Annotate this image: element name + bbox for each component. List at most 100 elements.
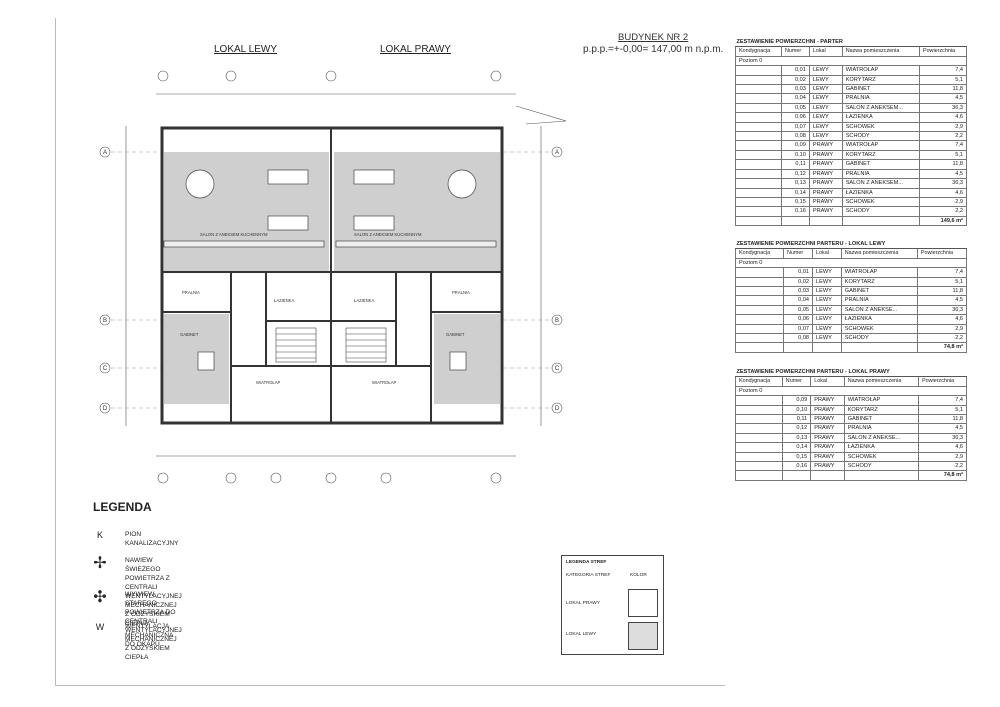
room-label-pralnia-prawy: PRALNIA xyxy=(452,290,470,295)
zone-legend-color-header: KOLOR xyxy=(630,573,647,578)
legend-item-text: PION KANALIZACYJNY xyxy=(125,531,179,547)
table-cell-kondygnacja xyxy=(735,74,782,86)
table-cell: 0,10 xyxy=(780,149,810,161)
table-cell: GABINET xyxy=(841,159,920,170)
table-cell: 2,2 xyxy=(918,461,967,472)
legend-title: LEGENDA xyxy=(93,500,152,514)
table-cell: 2,9 xyxy=(918,196,968,208)
table-cell: 0,01 xyxy=(782,267,814,278)
sheet-border-bottom xyxy=(55,685,725,686)
table-total: 149,6 m² xyxy=(918,215,968,227)
table-cell: 0,01 xyxy=(780,65,810,76)
supply-air-icon: ✢ xyxy=(93,555,107,572)
table-cell: SALON Z ANEKSE... xyxy=(843,432,920,444)
table-cell: PRAWY xyxy=(808,159,843,170)
table-cell-kondygnacja xyxy=(735,404,783,416)
table-cell: WIATROŁAP xyxy=(841,65,920,76)
table-cell: 0,03 xyxy=(782,286,814,297)
room-label-gabinet-lewy: GABINET xyxy=(180,332,199,337)
table-cell: 36,3 xyxy=(918,102,968,114)
table-cell: 0,15 xyxy=(781,451,812,463)
table-cell: WIATROŁAP xyxy=(841,140,920,151)
axis-label-d-left: D xyxy=(103,406,108,412)
table-header: Numer xyxy=(781,376,812,387)
table-total: 74,8 m² xyxy=(916,342,968,353)
table-cell: GABINET xyxy=(843,414,920,425)
table-cell: 7,4 xyxy=(916,267,968,278)
table-header: Kondygnacja xyxy=(735,248,784,259)
axis-label-d-right: D xyxy=(555,406,560,412)
zone-swatch-lokal-lewy xyxy=(628,622,658,650)
table-cell-kondygnacja xyxy=(735,442,783,453)
table-cell: 7,4 xyxy=(918,140,968,151)
table-cell: PRAWY xyxy=(808,140,843,151)
table-cell: 36,3 xyxy=(918,432,967,444)
table-cell: 5,1 xyxy=(918,74,968,86)
table-cell: ŁAZIENKA xyxy=(841,187,920,198)
table-cell-kondygnacja xyxy=(735,423,783,434)
sheet-border-left xyxy=(55,18,56,686)
table-cell-kondygnacja xyxy=(735,267,784,278)
table-cell: PRAWY xyxy=(810,461,845,472)
table-cell: LEWY xyxy=(808,65,843,76)
ground-level-elevation: p.p.p.=+-0,00= 147,00 m n.p.m. xyxy=(583,44,724,55)
table-cell: LEWY xyxy=(812,286,842,297)
table-cell: 11,8 xyxy=(918,414,967,425)
table-cell: LEWY xyxy=(812,295,842,306)
table-cell: PRALNIA xyxy=(841,168,920,180)
table-level: Poziom 0 xyxy=(735,257,967,269)
table-cell: 0,07 xyxy=(782,323,814,335)
table-cell: 4,5 xyxy=(918,168,968,180)
table-cell: 0,16 xyxy=(781,461,812,472)
zone-name-lokal-prawy: LOKAL PRAWY xyxy=(566,601,601,606)
table-cell: WIATROŁAP xyxy=(843,395,920,406)
table-cell: 2,2 xyxy=(916,333,968,344)
table-cell: SCHOWEK xyxy=(841,121,920,133)
table-cell: LEWY xyxy=(812,323,842,335)
table-cell: LEWY xyxy=(812,333,842,344)
table-cell: 0,12 xyxy=(781,423,812,434)
sewer-riser-icon: K xyxy=(96,530,103,540)
axis-label-c-left: C xyxy=(103,366,108,372)
table-title: ZESTAWIENIE POWIERZCHNI PARTERU - LOKAL … xyxy=(735,368,967,378)
zone-legend-box: LEGENDA STREF KATEGORIA STREF KOLOR LOKA… xyxy=(561,555,664,655)
table-cell: LEWY xyxy=(812,304,842,316)
room-label-lazienka-lewy: ŁAZIENKA xyxy=(274,298,294,303)
table-cell: 0,06 xyxy=(780,112,810,123)
table-cell-kondygnacja xyxy=(735,84,782,95)
table-cell: PRAWY xyxy=(808,196,843,208)
table-cell-kondygnacja xyxy=(735,140,782,151)
table-cell: 0,12 xyxy=(780,168,810,180)
table-cell: PRALNIA xyxy=(841,93,920,104)
table-cell: 4,6 xyxy=(916,314,968,325)
table-cell-kondygnacja xyxy=(735,414,783,425)
table-level: Poziom 0 xyxy=(735,385,967,397)
table-cell: 0,05 xyxy=(780,102,810,114)
table-cell-kondygnacja xyxy=(735,276,784,288)
table-cell-kondygnacja xyxy=(735,295,784,306)
table-cell: 2,9 xyxy=(916,323,968,335)
table-cell: 0,11 xyxy=(780,159,810,170)
area-table-parter: ZESTAWIENIE POWIERZCHNI - PARTER Kondygn… xyxy=(735,38,968,227)
table-cell: 7,4 xyxy=(918,65,968,76)
table-cell: PRAWY xyxy=(810,404,845,416)
table-cell-kondygnacja xyxy=(735,178,782,189)
table-cell: GABINET xyxy=(840,286,918,297)
table-cell: PRAWY xyxy=(810,395,845,406)
table-cell: 7,4 xyxy=(918,395,967,406)
zone-swatch-lokal-prawy xyxy=(628,589,658,617)
